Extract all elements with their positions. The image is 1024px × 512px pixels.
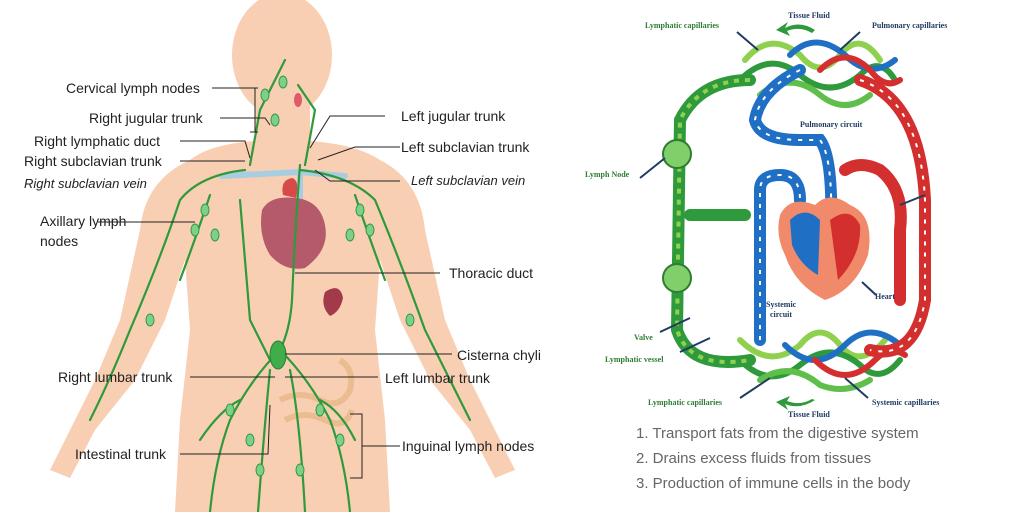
- label-right-subclavian-vein: Right subclavian vein: [24, 176, 147, 191]
- tissue-fluid-arrows: [776, 22, 815, 410]
- label-axillary-lymph-line1: Axillary lymph: [40, 213, 127, 229]
- lymph-node-icons: [662, 139, 692, 293]
- label-systemic-capillaries: Systemic capillaries: [872, 398, 940, 407]
- function-item-3: 3. Production of immune cells in the bod…: [636, 475, 911, 492]
- label-right-lumbar-trunk: Right lumbar trunk: [58, 369, 173, 385]
- circuit-leader-lines: [639, 31, 926, 399]
- label-pulmonary-capillaries: Pulmonary capillaries: [872, 21, 948, 30]
- heart-graphic: [261, 178, 326, 269]
- lymph-vessels: [88, 58, 472, 512]
- circuit-heart-graphic: [778, 197, 870, 300]
- label-systemic-circuit-line2: circuit: [770, 310, 793, 319]
- lymph-nodes: [145, 75, 415, 477]
- thyroid-graphic: [294, 93, 302, 107]
- function-item-2: 2. Drains excess fluids from tissues: [636, 450, 872, 467]
- label-cervical-lymph-nodes: Cervical lymph nodes: [66, 80, 200, 96]
- label-pulmonary-circuit: Pulmonary circuit: [800, 120, 863, 129]
- label-lymphatic-vessel: Lymphatic vessel: [605, 355, 664, 364]
- label-cisterna-chyli: Cisterna chyli: [457, 347, 542, 363]
- label-valve: Valve: [634, 333, 653, 342]
- label-right-lymphatic-duct: Right lymphatic duct: [34, 133, 161, 149]
- label-axillary-lymph-line2: nodes: [40, 233, 79, 249]
- label-systemic-circuit-line1: Systemic: [766, 300, 797, 309]
- leader-lines: [98, 87, 452, 479]
- cisterna-chyli-graphic: [269, 340, 287, 370]
- lymph-flow-arrows: [674, 78, 751, 364]
- label-lymphatic-capillaries-bottom: Lymphatic capillaries: [648, 398, 722, 407]
- label-intestinal-trunk: Intestinal trunk: [75, 446, 167, 462]
- label-left-lumbar-trunk: Left lumbar trunk: [385, 370, 491, 386]
- label-inguinal-lymph-nodes: Inguinal lymph nodes: [402, 438, 535, 454]
- label-tissue-fluid-top: Tissue Fluid: [788, 11, 830, 20]
- label-lymph-node: Lymph Node: [585, 170, 630, 179]
- label-heart: Heart: [875, 292, 895, 301]
- label-lymphatic-capillaries-top: Lymphatic capillaries: [645, 21, 719, 30]
- label-right-jugular-trunk: Right jugular trunk: [89, 110, 203, 126]
- label-left-subclavian-trunk: Left subclavian trunk: [401, 139, 530, 155]
- spleen-graphic: [323, 288, 343, 316]
- label-left-subclavian-vein: Left subclavian vein: [411, 173, 526, 188]
- label-left-jugular-trunk: Left jugular trunk: [401, 108, 506, 124]
- function-item-1: 1. Transport fats from the digestive sys…: [636, 425, 919, 442]
- label-tissue-fluid-bottom: Tissue Fluid: [788, 410, 830, 419]
- label-thoracic-duct: Thoracic duct: [449, 265, 534, 281]
- label-right-subclavian-trunk: Right subclavian trunk: [24, 153, 162, 169]
- blood-flow-arrows: [753, 69, 926, 353]
- pulmonary-capillary-bed: [737, 39, 903, 108]
